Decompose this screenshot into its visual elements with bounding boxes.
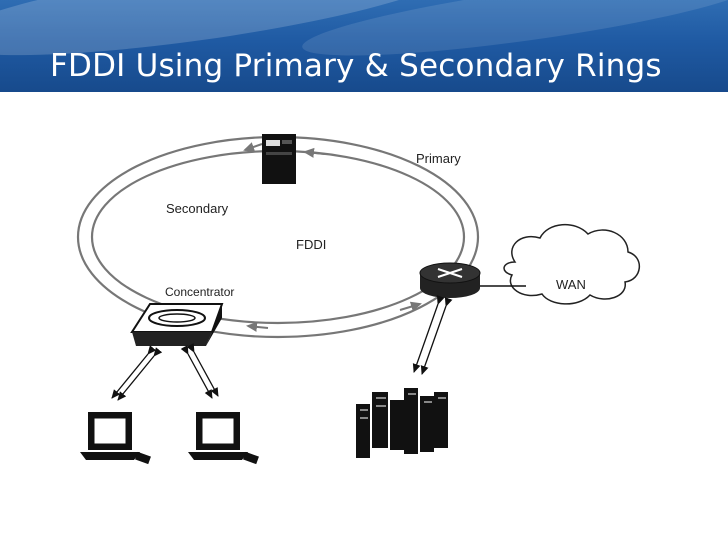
secondary-label: Secondary bbox=[166, 201, 229, 216]
wan-label: WAN bbox=[556, 277, 586, 292]
link-arrow bbox=[412, 295, 453, 375]
link-arrow bbox=[180, 343, 219, 399]
link-arrow bbox=[111, 345, 163, 401]
primary-label: Primary bbox=[416, 151, 461, 166]
primary-ring-arrow bbox=[303, 147, 326, 158]
wan-cloud-icon bbox=[503, 223, 640, 305]
server-icon bbox=[262, 134, 296, 184]
title-bar: FDDI Using Primary & Secondary Rings bbox=[0, 0, 728, 92]
workstation-icon bbox=[80, 412, 151, 465]
secondary-ring-arrow bbox=[243, 142, 263, 152]
router-icon bbox=[419, 262, 481, 298]
fddi-network-diagram: Primary Secondary FDDI Concentrator WAN bbox=[76, 134, 640, 465]
fddi-label: FDDI bbox=[296, 237, 326, 252]
workstation-icon bbox=[188, 412, 259, 465]
server-cluster-icon bbox=[356, 388, 448, 458]
slide-title: FDDI Using Primary & Secondary Rings bbox=[50, 48, 662, 84]
concentrator-icon bbox=[130, 303, 224, 346]
primary-ring-arrow bbox=[246, 321, 269, 332]
concentrator-label: Concentrator bbox=[165, 285, 234, 299]
